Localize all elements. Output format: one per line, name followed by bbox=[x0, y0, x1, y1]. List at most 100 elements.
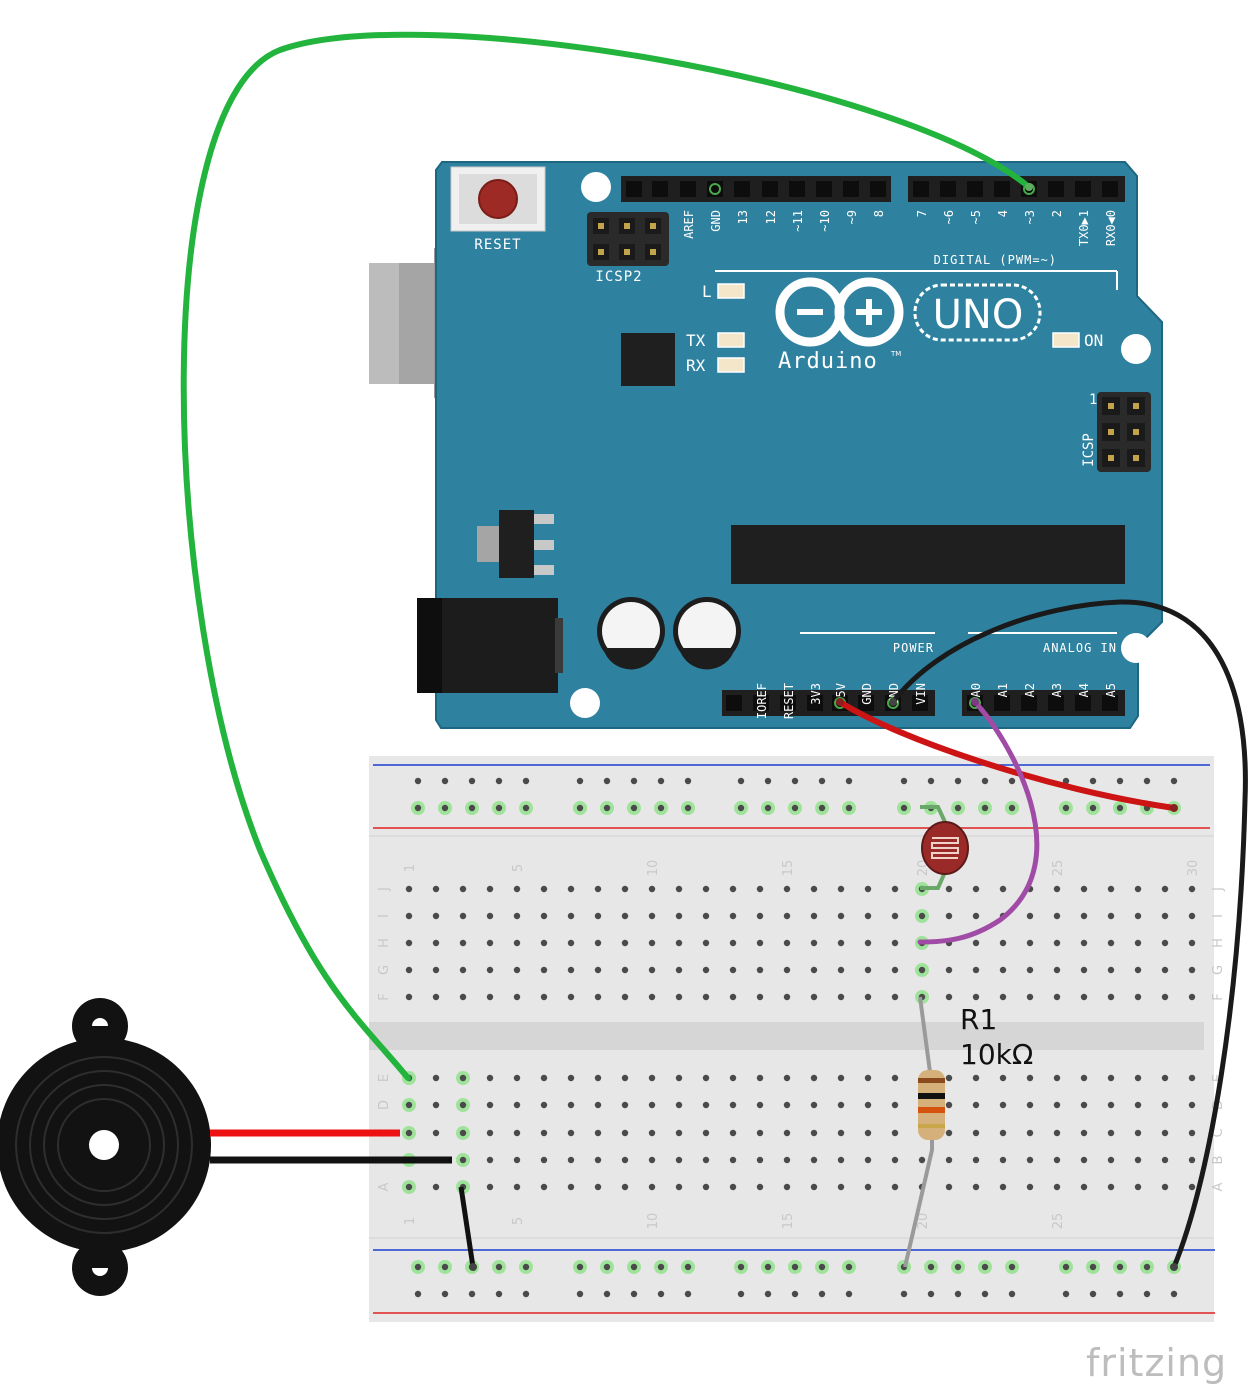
pin-label: RESET bbox=[782, 683, 796, 719]
header-pin bbox=[967, 181, 983, 197]
breadboard-hole bbox=[567, 993, 575, 1001]
breadboard-hole bbox=[981, 777, 989, 785]
breadboard-hole bbox=[764, 804, 772, 812]
breadboard-hole bbox=[783, 1074, 791, 1082]
piezo-buzzer bbox=[0, 998, 211, 1296]
breadboard-hole bbox=[864, 912, 872, 920]
breadboard-hole bbox=[900, 804, 908, 812]
breadboard-hole bbox=[729, 1129, 737, 1137]
breadboard-hole bbox=[729, 885, 737, 893]
breadboard-hole bbox=[414, 804, 422, 812]
breadboard-hole bbox=[783, 1183, 791, 1191]
breadboard-hole bbox=[927, 1290, 935, 1298]
breadboard-hole bbox=[1116, 804, 1124, 812]
breadboard-hole bbox=[999, 993, 1007, 1001]
breadboard-hole bbox=[1089, 777, 1097, 785]
breadboard-hole bbox=[1053, 966, 1061, 974]
column-number: 1 bbox=[403, 864, 418, 872]
column-number: 5 bbox=[511, 1217, 526, 1225]
breadboard-hole bbox=[1134, 966, 1142, 974]
breadboard-hole bbox=[972, 912, 980, 920]
breadboard-hole bbox=[1143, 1263, 1151, 1271]
breadboard-hole bbox=[999, 885, 1007, 893]
breadboard-hole bbox=[810, 1129, 818, 1137]
breadboard-hole bbox=[567, 939, 575, 947]
breadboard-hole bbox=[675, 966, 683, 974]
led-rx bbox=[717, 357, 745, 373]
reset-button-cap bbox=[478, 179, 518, 219]
breadboard-hole bbox=[522, 1290, 530, 1298]
breadboard-hole bbox=[630, 1263, 638, 1271]
row-letter: F bbox=[377, 993, 392, 1000]
breadboard-hole bbox=[648, 993, 656, 1001]
breadboard-hole bbox=[432, 1129, 440, 1137]
breadboard-hole bbox=[1134, 993, 1142, 1001]
breadboard-hole bbox=[1089, 1263, 1097, 1271]
arduino-logo bbox=[775, 277, 904, 347]
breadboard-hole bbox=[1107, 993, 1115, 1001]
breadboard-hole bbox=[756, 1183, 764, 1191]
breadboard-hole bbox=[621, 993, 629, 1001]
reset-button[interactable] bbox=[450, 166, 546, 232]
breadboard-hole bbox=[441, 1290, 449, 1298]
breadboard-hole bbox=[459, 885, 467, 893]
pin-label: 12 bbox=[764, 210, 778, 224]
breadboard-hole bbox=[567, 966, 575, 974]
breadboard-hole bbox=[972, 885, 980, 893]
breadboard-hole bbox=[900, 1290, 908, 1298]
breadboard-hole bbox=[891, 1074, 899, 1082]
breadboard-hole bbox=[441, 777, 449, 785]
breadboard-hole bbox=[1053, 912, 1061, 920]
column-number: 10 bbox=[646, 860, 661, 877]
header-pin bbox=[1102, 181, 1118, 197]
breadboard-hole bbox=[981, 1263, 989, 1271]
analog-header-label: ANALOG IN bbox=[1043, 641, 1117, 655]
breadboard-hole bbox=[432, 1183, 440, 1191]
breadboard-hole bbox=[495, 804, 503, 812]
breadboard-hole bbox=[783, 966, 791, 974]
pin-label: ~11 bbox=[791, 210, 805, 232]
breadboard-hole bbox=[945, 1129, 953, 1137]
mounting-hole bbox=[570, 688, 600, 718]
breadboard-hole bbox=[702, 912, 710, 920]
breadboard-hole bbox=[756, 1156, 764, 1164]
breadboard-hole bbox=[945, 1156, 953, 1164]
breadboard-hole bbox=[1008, 804, 1016, 812]
breadboard-hole bbox=[540, 1101, 548, 1109]
breadboard-hole bbox=[522, 804, 530, 812]
reset-label: RESET bbox=[474, 237, 521, 253]
breadboard-hole bbox=[818, 1290, 826, 1298]
breadboard-hole bbox=[495, 1263, 503, 1271]
breadboard-hole bbox=[594, 1074, 602, 1082]
breadboard-hole bbox=[441, 1263, 449, 1271]
digital-header-label: DIGITAL (PWM=~) bbox=[934, 253, 1057, 267]
breadboard-hole bbox=[594, 1183, 602, 1191]
breadboard-hole bbox=[486, 1129, 494, 1137]
row-letter: G bbox=[1211, 965, 1226, 975]
breadboard-hole bbox=[468, 804, 476, 812]
breadboard-hole bbox=[576, 777, 584, 785]
atmega-chip bbox=[731, 525, 1125, 584]
led-on-label: ON bbox=[1084, 331, 1103, 350]
breadboard-hole bbox=[567, 885, 575, 893]
breadboard-hole bbox=[513, 1156, 521, 1164]
breadboard-hole bbox=[594, 993, 602, 1001]
breadboard-hole bbox=[1134, 885, 1142, 893]
arduino-brand-label: Arduino bbox=[778, 349, 878, 374]
breadboard-hole bbox=[845, 1263, 853, 1271]
breadboard-hole bbox=[891, 912, 899, 920]
breadboard-hole bbox=[1107, 1156, 1115, 1164]
breadboard-hole bbox=[657, 1263, 665, 1271]
breadboard-hole bbox=[999, 966, 1007, 974]
breadboard-hole bbox=[486, 1156, 494, 1164]
breadboard-hole bbox=[729, 939, 737, 947]
breadboard-hole bbox=[1053, 1101, 1061, 1109]
breadboard-hole bbox=[1116, 1290, 1124, 1298]
breadboard-hole bbox=[945, 1074, 953, 1082]
breadboard-hole bbox=[1107, 1183, 1115, 1191]
breadboard-hole bbox=[972, 1183, 980, 1191]
pin-label: 13 bbox=[736, 210, 750, 224]
breadboard-hole bbox=[1188, 885, 1196, 893]
breadboard-hole bbox=[405, 1129, 413, 1137]
